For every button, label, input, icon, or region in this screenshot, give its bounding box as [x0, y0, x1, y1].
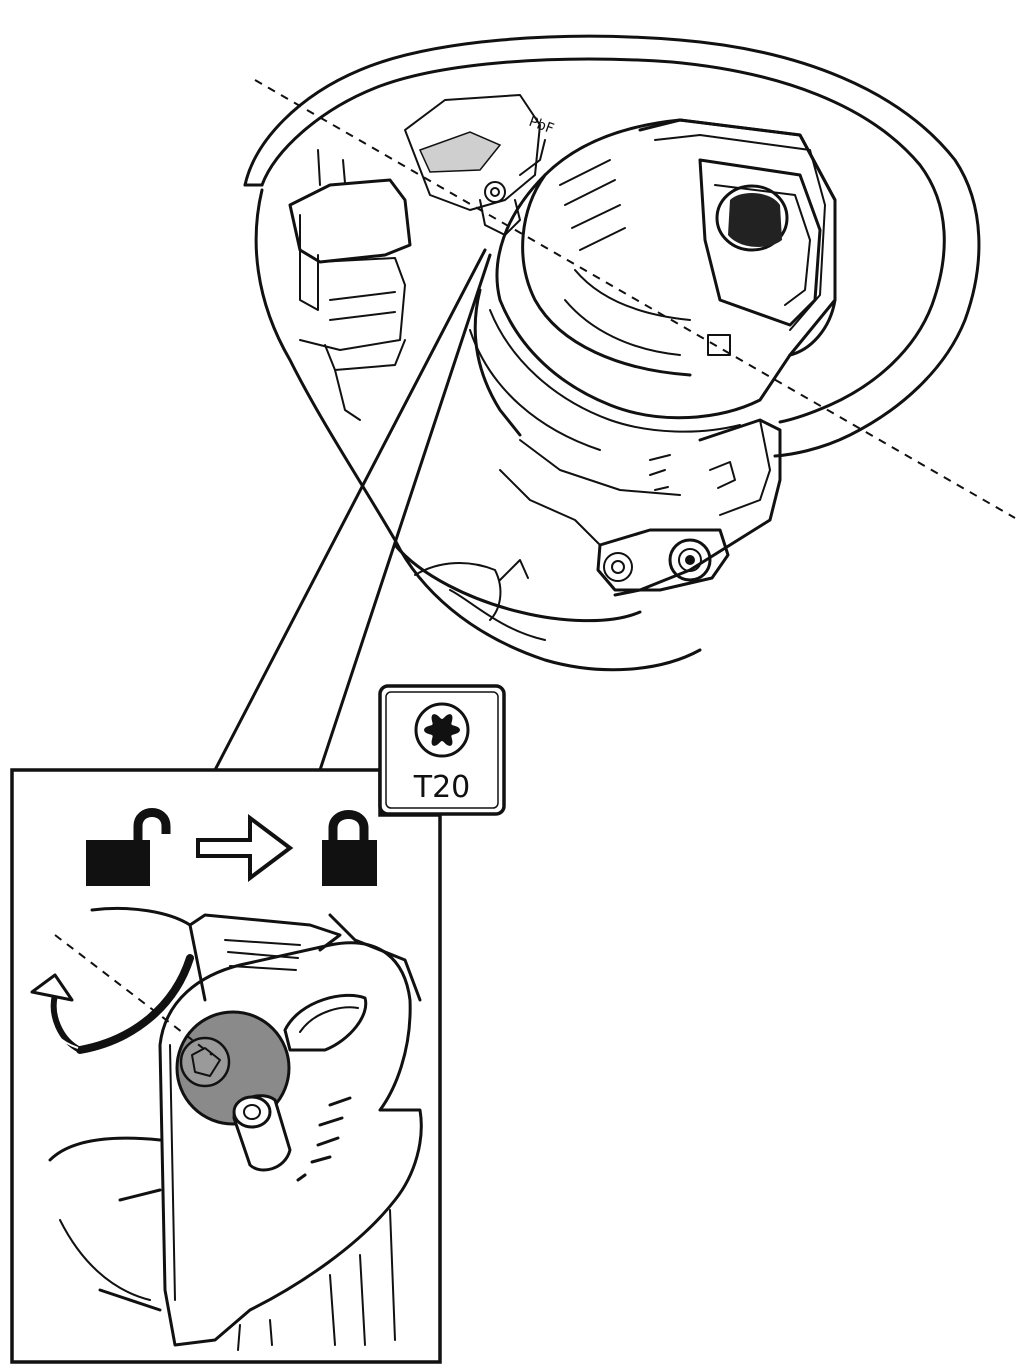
- tool-size-label: T20: [413, 770, 471, 805]
- rotate-clockwise-arrow-icon: [30, 954, 194, 1054]
- inset-bracket-drawing: [48, 906, 423, 1351]
- locked-padlock-icon: [322, 810, 377, 886]
- unlocked-padlock-icon: [86, 808, 171, 886]
- main-assembly-drawing: PbF: [243, 34, 981, 672]
- arrow-right-icon: [196, 814, 294, 882]
- inset-axis-line: [54, 934, 213, 1056]
- center-axis-line: [254, 79, 1016, 519]
- torx-bit-icon: [414, 702, 470, 758]
- tool-badge: T20: [378, 684, 506, 816]
- part-marking: PbF: [527, 114, 556, 138]
- callout-leader: [213, 248, 492, 772]
